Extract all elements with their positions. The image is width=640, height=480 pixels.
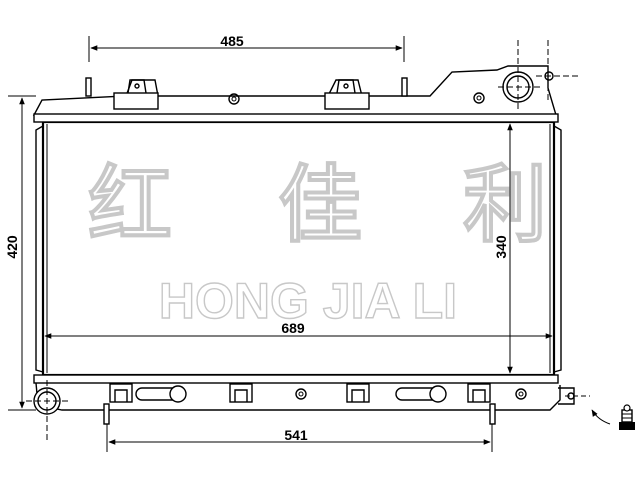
watermark-char-1: 红: [88, 156, 172, 254]
watermark-char-2: 佳: [278, 156, 362, 254]
dimension-340: 340: [493, 123, 513, 374]
dim-label-541: 541: [284, 427, 308, 443]
dim-label-420: 420: [4, 235, 20, 259]
dimension-420: 420: [4, 95, 36, 411]
drain-plug-icon: [591, 404, 635, 430]
watermark-text: HONG JIA LI: [159, 273, 457, 329]
top-tank: [32, 40, 580, 123]
dim-label-340: 340: [493, 235, 509, 259]
dimension-689: 689: [44, 320, 553, 339]
dim-label-689: 689: [281, 320, 305, 336]
watermark: 红 佳 利 HONG JIA LI: [87, 155, 547, 329]
dimension-541: 541: [106, 424, 493, 452]
dim-label-485: 485: [220, 33, 244, 49]
dimension-485: 485: [88, 33, 405, 62]
bottom-tank: [26, 374, 590, 440]
watermark-char-3: 利: [463, 156, 547, 254]
